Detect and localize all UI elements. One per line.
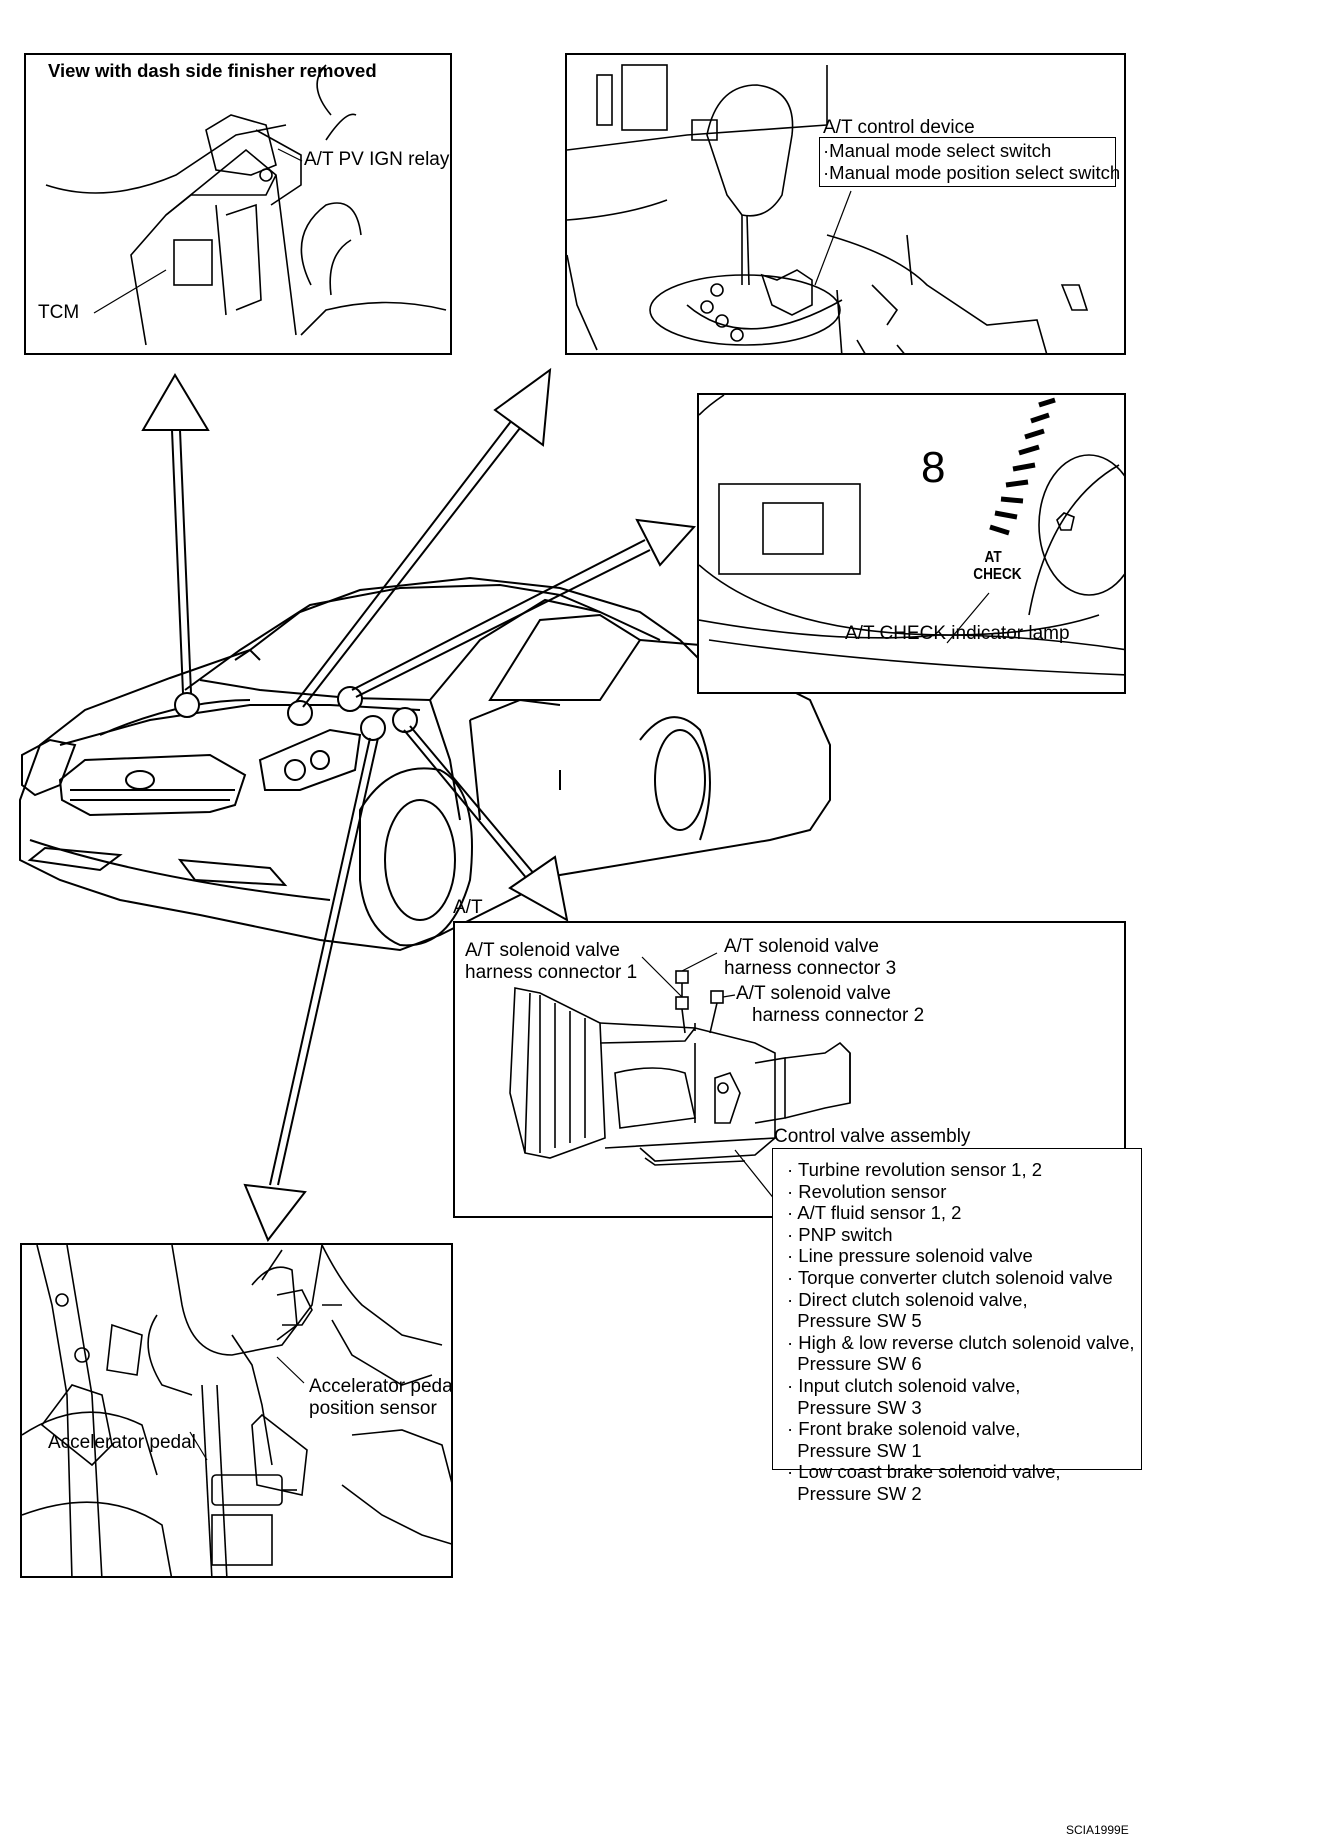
component-item: · Turbine revolution sensor 1, 2 — [787, 1159, 1043, 1180]
control-valve-component-list: · Turbine revolution sensor 1, 2 · Revol… — [787, 1159, 1135, 1505]
component-item: · Torque converter clutch solenoid valve — [787, 1266, 1113, 1288]
transmission-illustration — [509, 952, 851, 1166]
connector-3-line1: A/T solenoid valve — [724, 936, 879, 957]
meter-digit: 8 — [921, 443, 946, 492]
tcm-panel-title: View with dash side finisher removed — [48, 60, 377, 81]
control-valve-component-box: · Turbine revolution sensor 1, 2 · Revol… — [772, 1148, 1142, 1504]
at-location-marker — [392, 707, 418, 733]
connector-2-line2: harness connector 2 — [752, 1005, 925, 1026]
shifter-location-marker — [287, 700, 313, 726]
tcm-label: TCM — [38, 302, 80, 323]
control-valve-assembly-label: Control valve assembly — [774, 1126, 971, 1147]
component-item: · Line pressure solenoid valve — [787, 1245, 1033, 1267]
component-item: · Low coast brake solenoid valve, — [787, 1461, 1061, 1483]
manual-mode-position-select-switch-label: ·Manual mode position select switch — [823, 161, 1121, 183]
pedal-illustration — [22, 1245, 451, 1576]
shifter-view-panel: A/T control device ·Manual mode select s… — [565, 53, 1126, 355]
connector-2-line1: A/T solenoid valve — [736, 983, 891, 1004]
component-item: Pressure SW 5 — [787, 1310, 922, 1332]
meter-location-marker — [337, 686, 363, 712]
component-item: · Direct clutch solenoid valve, — [787, 1288, 1028, 1310]
arrow-to-shifter-panel — [295, 367, 552, 708]
manual-mode-select-switch-label: ·Manual mode select switch — [823, 140, 1052, 161]
pedal-view-panel: Accelerator pedal position sensor Accele… — [20, 1243, 453, 1578]
at-control-device-switch-box — [819, 137, 1116, 187]
arrow-to-meter-panel — [351, 518, 697, 698]
shifter-illustration — [567, 64, 1089, 353]
connector-1-line1: A/T solenoid valve — [465, 940, 620, 961]
switch-list: ·Manual mode select switch ·Manual mode … — [823, 140, 1120, 183]
car-grille — [58, 753, 247, 817]
component-item: · PNP switch — [787, 1223, 893, 1245]
component-item: · Revolution sensor — [787, 1180, 947, 1202]
connector-1-line2: harness connector 1 — [465, 962, 638, 983]
arrow-to-tcm-panel — [141, 373, 210, 694]
component-item: · Input clutch solenoid valve, — [787, 1374, 1021, 1396]
at-panel-heading: A/T — [453, 897, 483, 918]
at-check-lamp-top: AT — [984, 549, 1002, 566]
component-item: · Front brake solenoid valve, — [787, 1418, 1021, 1440]
at-check-indicator-lamp-label: A/T CHECK indicator lamp — [845, 623, 1070, 644]
at-control-device-label: A/T control device — [823, 117, 975, 138]
tcm-illustration — [45, 64, 447, 346]
figure-code: SCIA1999E — [1066, 1823, 1129, 1837]
meter-view-panel: 8 AT CHECK A/T CHECK indicator lamp — [697, 393, 1126, 694]
accelerator-pedal-position-sensor-line2: position sensor — [309, 1398, 437, 1419]
component-item: · High & low reverse clutch solenoid val… — [787, 1331, 1135, 1353]
meter-illustration — [699, 395, 1124, 676]
accelerator-pedal-label: Accelerator pedal — [48, 1432, 196, 1453]
arrow-to-at-panel — [403, 725, 569, 922]
relay-label: A/T PV IGN relay — [304, 149, 450, 170]
arrow-to-pedal-panel — [243, 737, 379, 1242]
accelerator-pedal-position-sensor-line1: Accelerator pedal — [309, 1376, 453, 1397]
component-item: Pressure SW 6 — [787, 1353, 922, 1375]
component-item: Pressure SW 1 — [787, 1439, 922, 1461]
tcm-view-panel: View with dash side finisher removed A/T… — [24, 53, 452, 355]
component-item: Pressure SW 2 — [787, 1482, 922, 1504]
tcm-location-marker — [174, 692, 200, 718]
component-item: · A/T fluid sensor 1, 2 — [787, 1202, 962, 1224]
component-item: Pressure SW 3 — [787, 1396, 922, 1418]
at-check-lamp-bottom: CHECK — [973, 566, 1022, 583]
pedal-location-marker — [360, 715, 386, 741]
connector-3-line2: harness connector 3 — [724, 958, 897, 979]
